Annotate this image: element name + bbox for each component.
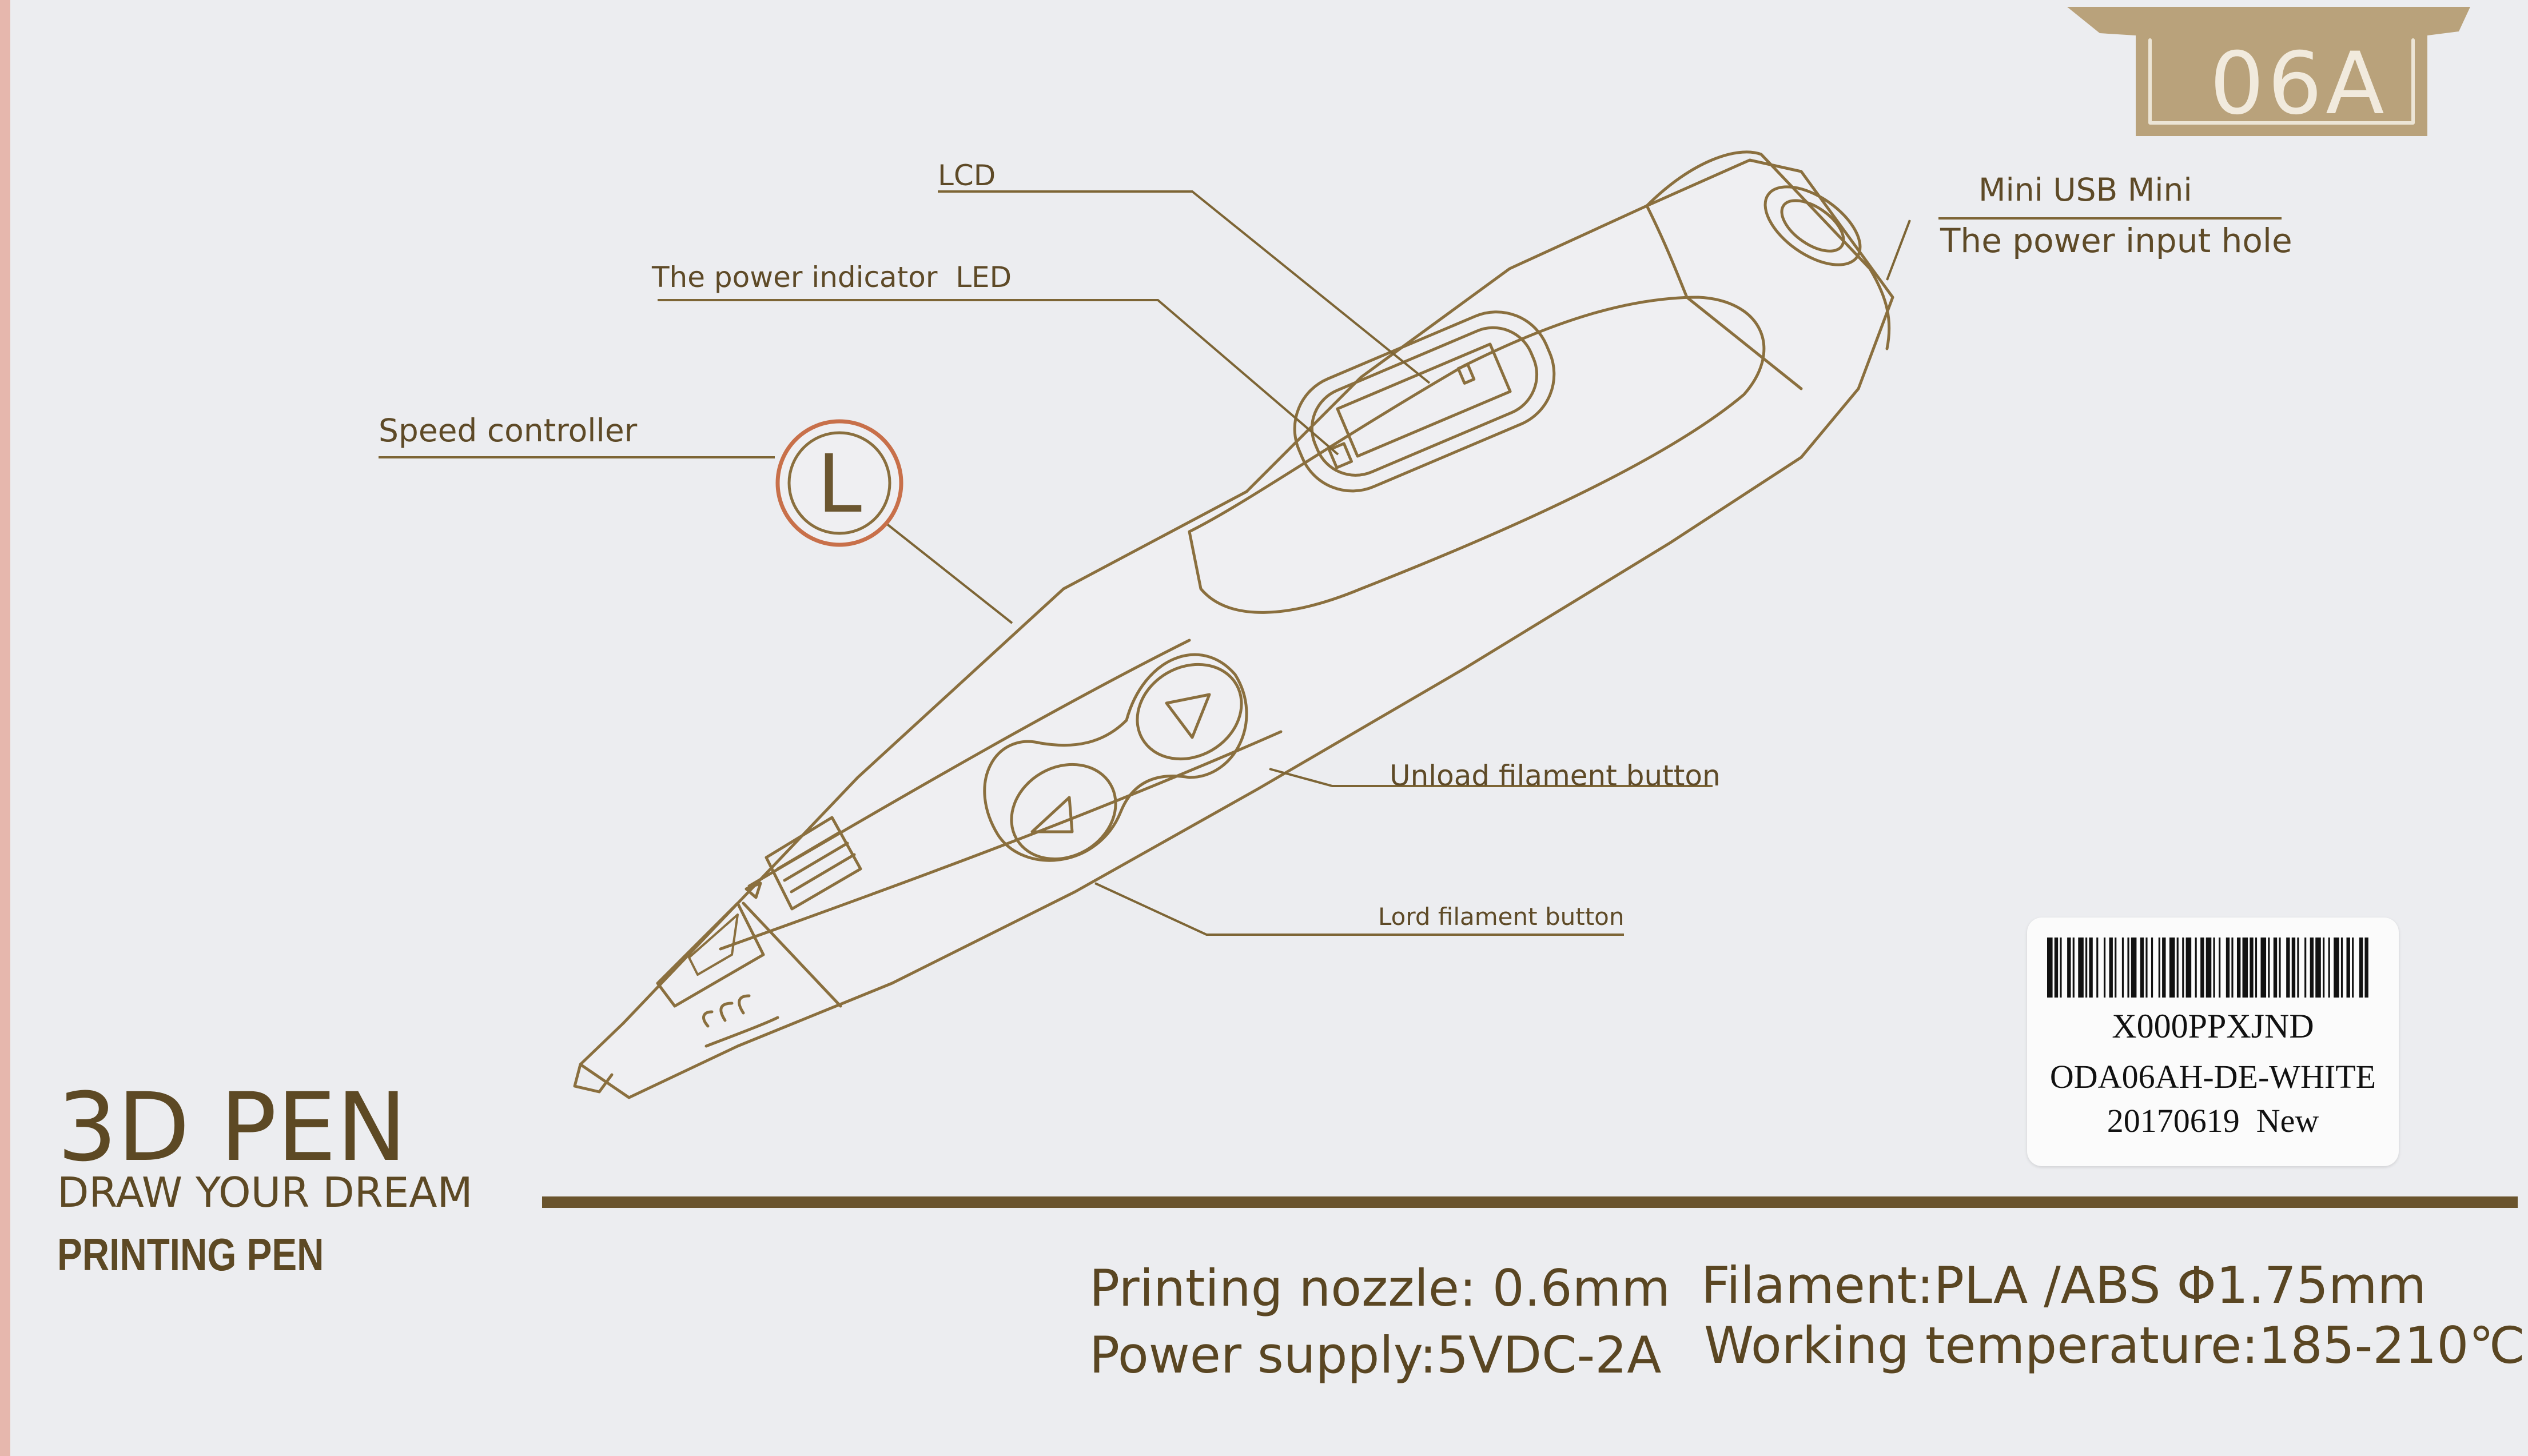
power-led	[1327, 442, 1353, 469]
barcode-bar	[2226, 938, 2230, 998]
callout-speed-controller: Speed controller	[379, 412, 638, 449]
callout-load-filament: Lord filament button	[1378, 903, 1625, 931]
barcode-bar	[2346, 938, 2350, 998]
barcode-bar	[2169, 938, 2175, 998]
barcode-bar	[2060, 938, 2062, 998]
barcode-bar	[2328, 938, 2330, 998]
barcode-bar	[2131, 938, 2137, 998]
speed-controller-letter: L	[817, 438, 862, 531]
brand-subtitle: PRINTING PEN	[57, 1229, 324, 1280]
barcode-bar	[2310, 938, 2314, 998]
barcode-bar	[2323, 938, 2325, 998]
barcode-bar	[2242, 938, 2248, 998]
barcode-bar	[2151, 938, 2153, 998]
barcode-bar	[2260, 938, 2267, 998]
callout-usb-line1: Mini USB Mini	[1978, 171, 2192, 208]
callout-lcd: LCD	[938, 159, 996, 192]
barcode-bar	[2279, 938, 2281, 998]
barcode-bar	[2158, 938, 2160, 998]
barcode-sticker: X000PPXJND ODA06AH-DE-WHITE 20170619 New	[2027, 918, 2399, 1166]
divider-rule	[542, 1196, 2518, 1208]
barcode-bar	[2096, 938, 2099, 998]
pen-body	[579, 158, 1894, 1099]
barcode-bar	[2072, 938, 2075, 998]
callout-power-indicator: The power indicator LED	[652, 261, 1012, 294]
lcd-screen	[1293, 310, 1556, 493]
model-badge	[2067, 7, 2470, 136]
barcode-bar	[2286, 938, 2290, 998]
barcode-bar	[2047, 938, 2053, 998]
barcode-bar	[2109, 938, 2113, 998]
barcode-bar	[2067, 938, 2071, 998]
sticker-sku: ODA06AH-DE-WHITE	[2049, 1058, 2376, 1095]
barcode-bar	[2162, 938, 2166, 998]
barcode-bar	[2291, 938, 2296, 998]
barcode-bar	[2315, 938, 2321, 998]
barcode-bar	[2364, 938, 2368, 998]
barcode-bar	[2340, 938, 2343, 998]
box-edge	[0, 0, 10, 1456]
button-cluster	[983, 653, 1248, 862]
barcode-bar	[2334, 938, 2339, 998]
barcode-bar	[2200, 938, 2204, 998]
barcode-bar	[2219, 938, 2221, 998]
barcode-bar	[2089, 938, 2093, 998]
barcode-bar	[2121, 938, 2124, 998]
unload-filament-button	[1136, 663, 1243, 761]
barcode-bar	[2352, 938, 2354, 998]
barcode-bar	[2268, 938, 2270, 998]
sticker-date-condition: 20170619 New	[2107, 1102, 2319, 1139]
barcode-bar	[2213, 938, 2215, 998]
barcode-bar	[2205, 938, 2212, 998]
barcode-bar	[2297, 938, 2299, 998]
barcode-bar	[2103, 938, 2106, 998]
barcode-bar	[2176, 938, 2179, 998]
callout-unload-filament: Unload filament button	[1390, 759, 1721, 792]
barcode-bar	[2195, 938, 2197, 998]
load-filament-button	[1010, 763, 1117, 861]
spec-working-temperature: Working temperature:185-210℃	[1704, 1316, 2526, 1375]
barcode-bar	[2054, 938, 2059, 998]
barcode-bar	[2115, 938, 2117, 998]
barcode-graphic	[2047, 938, 2368, 998]
barcode-bar	[2236, 938, 2241, 998]
brand-title: 3D PEN	[57, 1072, 407, 1182]
spec-printing-nozzle: Printing nozzle: 0.6mm	[1089, 1259, 1671, 1318]
brand-tagline: DRAW YOUR DREAM	[57, 1168, 473, 1216]
barcode-bar	[2078, 938, 2084, 998]
barcode-bar	[2185, 938, 2192, 998]
barcode-bar	[2255, 938, 2258, 998]
callout-usb-line2: The power input hole	[1940, 221, 2292, 260]
barcode-bar	[2359, 938, 2363, 998]
barcode-bar	[2127, 938, 2129, 998]
barcode-bar	[2231, 938, 2234, 998]
usb-port	[1763, 185, 1862, 266]
model-number: 06A	[2209, 34, 2388, 134]
barcode-bar	[2145, 938, 2148, 998]
barcode-bar	[2182, 938, 2184, 998]
barcode-bar	[2085, 938, 2088, 998]
barcode-bar	[2250, 938, 2254, 998]
sticker-code: X000PPXJND	[2112, 1007, 2314, 1045]
barcode-bar	[2304, 938, 2307, 998]
spec-filament: Filament:PLA /ABS Φ1.75mm	[1701, 1256, 2427, 1315]
barcode-bar	[2273, 938, 2278, 998]
barcode-bar	[2140, 938, 2144, 998]
spec-power-supply: Power supply:5VDC-2A	[1089, 1326, 1662, 1385]
speed-controller-button	[775, 419, 903, 547]
